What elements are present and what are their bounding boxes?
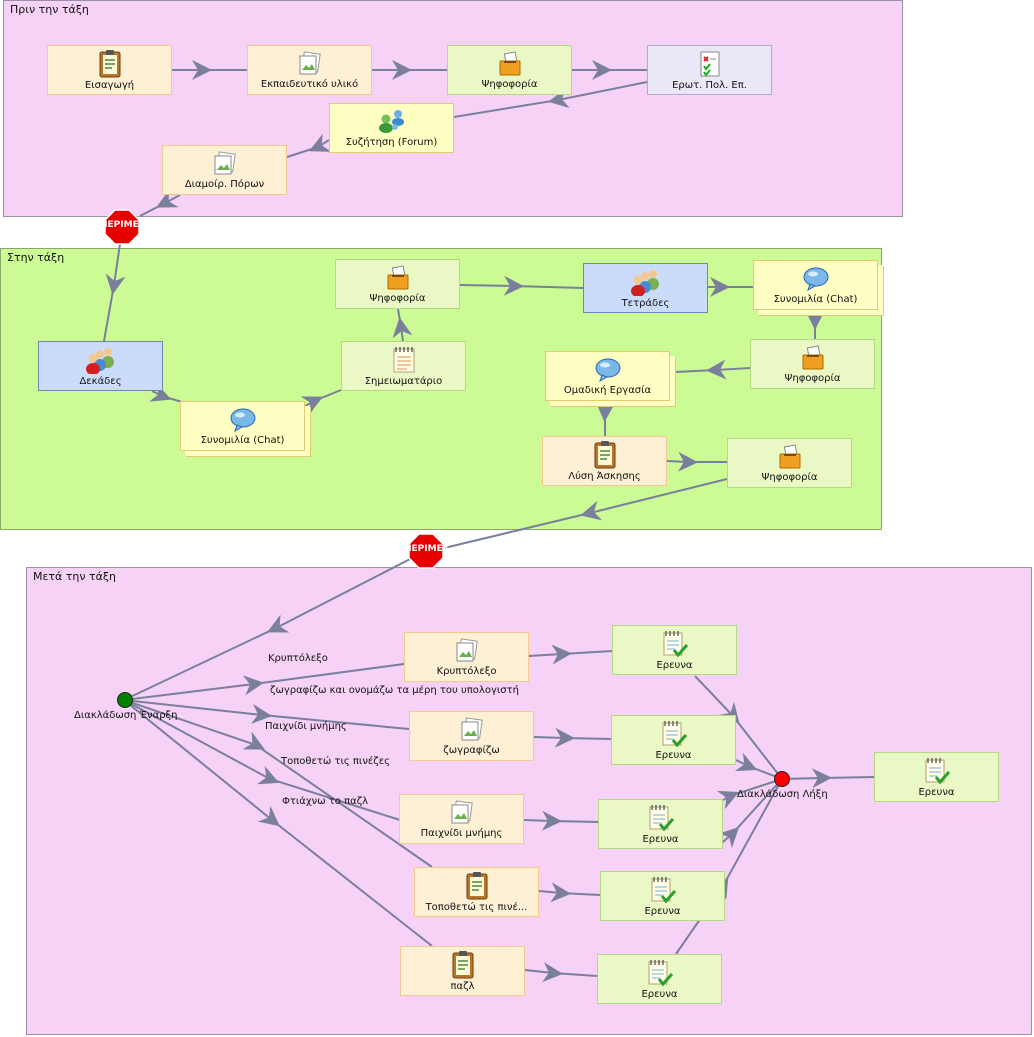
image-stack-icon [461,716,483,740]
survey-check-icon [662,720,687,747]
node-puzzle[interactable]: παζλ [400,946,525,996]
node-quads-label: Τετράδες [621,297,670,309]
node-survey-4-label: Ερευνα [644,905,681,917]
node-survey-2[interactable]: Ερευνα [611,715,736,765]
branch-label-place: Τοποθετώ τις πινέζες [281,756,391,767]
region-label-before: Πριν την τάξη [10,3,89,16]
node-chat-2[interactable]: Συνομιλία (Chat) [180,401,305,451]
node-survey-3[interactable]: Ερευνα [598,799,723,849]
ballot-box-icon [499,50,520,75]
speech-bubble-icon [803,267,828,291]
node-memory-label: Παιχνίδι μνήμης [420,827,503,839]
stop-octagon-icon [408,533,444,569]
stop-octagon-icon [104,209,140,245]
checklist-icon [700,51,719,77]
clipboard-icon [594,440,615,468]
speech-bubble-icon [595,358,620,382]
image-stack-icon [299,50,321,74]
node-survey-4[interactable]: Ερευνα [600,871,725,921]
node-vote-4[interactable]: Ψηφοφορία [727,438,852,488]
node-material-label: Εκπαιδευτικό υλικό [260,78,359,90]
node-survey-5-label: Ερευνα [641,988,678,1000]
node-puzzle-label: παζλ [450,980,475,992]
image-stack-icon [214,150,236,174]
branch-label-memory: Παιχνίδι μνήμης [265,721,347,732]
node-place-label: Τοποθετώ τις πινέ... [425,901,528,913]
node-survey-1[interactable]: Ερευνα [612,625,737,675]
branch-start-label: Διακλάδωση Έναρξη [74,710,178,721]
node-survey-5[interactable]: Ερευνα [597,954,722,1004]
survey-check-icon [649,804,674,831]
node-vote-2[interactable]: Ψηφοφορία [335,259,460,309]
group-people-icon [630,269,659,296]
node-mcq-label: Ερωτ. Πολ. Επ. [672,79,747,91]
branch-label-crossword: Κρυπτόλεξο [268,653,328,664]
node-forum-label: Συζήτηση (Forum) [345,136,438,148]
region-label-after: Μετά την τάξη [33,570,117,583]
node-vote-3-label: Ψηφοφορία [784,372,841,384]
node-vote-1[interactable]: Ψηφοφορία [447,45,572,95]
node-survey-6[interactable]: Ερευνα [874,752,999,802]
node-draw[interactable]: ζωγραφίζω [409,711,534,761]
node-notebook[interactable]: Σημειωματάριο [341,341,466,391]
survey-check-icon [651,876,676,903]
survey-check-icon [925,757,950,784]
node-solve-label: Λύση Άσκησης [568,470,641,482]
notepad-icon [393,346,414,372]
region-label-during: Στην τάξη [7,251,65,264]
node-chat-2-label: Συνομιλία (Chat) [200,434,285,446]
node-intro[interactable]: Εισαγωγή [47,45,172,95]
node-tens[interactable]: Δεκάδες [38,341,163,391]
branch-label-draw: ζωγραφίζω και ονομάζω τα μέρη του υπολογ… [270,685,519,696]
clipboard-icon [99,49,120,77]
branch-end-label: Διακλάδωση Λήξη [737,789,828,800]
node-mcq[interactable]: Ερωτ. Πολ. Επ. [647,45,772,95]
node-groupwork-label: Ομαδική Εργασία [563,384,652,396]
ballot-box-icon [387,264,408,289]
node-survey-3-label: Ερευνα [642,833,679,845]
ballot-box-icon [802,344,823,369]
node-resources-label: Διαμοίρ. Πόρων [184,178,265,190]
node-draw-label: ζωγραφίζω [443,744,500,756]
node-chat-1[interactable]: Συνομιλία (Chat) [753,260,878,310]
node-forum[interactable]: Συζήτηση (Forum) [329,103,454,153]
node-memory[interactable]: Παιχνίδι μνήμης [399,794,524,844]
node-vote-1-label: Ψηφοφορία [481,78,538,90]
branch-end-gate[interactable] [774,771,790,787]
node-quads[interactable]: Τετράδες [583,263,708,313]
branch-start-gate[interactable] [117,692,133,708]
survey-check-icon [663,630,688,657]
clipboard-icon [466,871,487,899]
node-solve[interactable]: Λύση Άσκησης [542,436,667,486]
image-stack-icon [451,799,473,823]
node-intro-label: Εισαγωγή [84,79,135,91]
speech-bubble-icon [230,408,255,432]
image-stack-icon [456,637,478,661]
node-vote-4-label: Ψηφοφορία [761,471,818,483]
node-groupwork[interactable]: Ομαδική Εργασία [545,351,670,401]
node-material[interactable]: Εκπαιδευτικό υλικό [247,45,372,95]
node-chat-1-label: Συνομιλία (Chat) [773,293,858,305]
group-people-icon [85,347,114,374]
node-crossword[interactable]: Κρυπτόλεξο [404,632,529,682]
node-vote-2-label: Ψηφοφορία [369,292,426,304]
node-place[interactable]: Τοποθετώ τις πινέ... [414,867,539,917]
node-survey-1-label: Ερευνα [656,659,693,671]
people-forum-icon [378,109,404,133]
clipboard-icon [452,950,473,978]
branch-label-puzzle: Φτιάχνω το παζλ [282,796,369,807]
node-notebook-label: Σημειωματάριο [364,375,443,387]
node-resources[interactable]: Διαμοίρ. Πόρων [162,145,287,195]
node-survey-2-label: Ερευνα [655,749,692,761]
node-vote-3[interactable]: Ψηφοφορία [750,339,875,389]
ballot-box-icon [779,443,800,468]
survey-check-icon [648,959,673,986]
node-survey-6-label: Ερευνα [918,786,955,798]
node-tens-label: Δεκάδες [79,375,122,387]
node-crossword-label: Κρυπτόλεξο [436,665,497,677]
